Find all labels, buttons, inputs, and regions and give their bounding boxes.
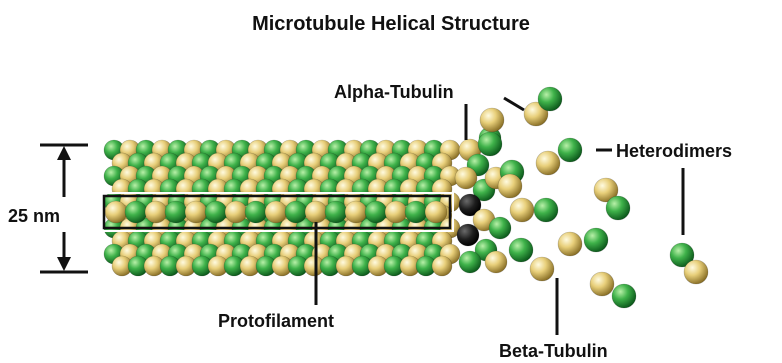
tubulin-subunit [431,255,453,277]
free-heterodimers [477,86,709,309]
heterodimers-label: Heterodimers [616,141,732,161]
heterodimer-subunit [605,195,631,221]
heterodimer-subunit [589,271,615,297]
heterodimer-subunit [611,283,637,309]
protofilament-outline [102,194,452,230]
protofilament-subunit [424,200,448,224]
protofilament-subunit [284,200,308,224]
tube-end-subunit [484,250,508,274]
heterodimer-subunit [533,197,559,223]
protofilament-subunit [204,200,228,224]
diameter-up-arrow [57,146,71,160]
tube-end-subunit [458,193,482,217]
protofilament-subunit [144,200,168,224]
beta-tubulin-label: Beta-Tubulin [499,341,608,361]
protofilament-subunit [304,200,328,224]
protofilament-subunit [364,200,388,224]
protofilament-subunit [124,200,148,224]
protofilament-subunit [344,200,368,224]
heterodimer-subunit [557,231,583,257]
heterodimer-subunit [593,177,619,203]
protofilament-subunit [164,200,188,224]
protofilament-outline-halo [100,192,454,232]
alpha-leader-diagonal [503,96,525,112]
protofilament-subunit [264,200,288,224]
protofilament-subunit [184,200,208,224]
heterodimer-subunit [529,256,555,282]
tube-end-subunit [456,223,480,247]
heterodimer-subunit [479,107,505,133]
heterodimer-subunit [523,101,549,127]
alpha-tubulin-label: Alpha-Tubulin [334,82,454,102]
heterodimer-subunit [509,197,535,223]
heterodimer-subunit [669,242,695,268]
diagram-title: Microtubule Helical Structure [252,13,530,35]
heterodimer-subunit [557,137,583,163]
protofilament-subunit [224,200,248,224]
tube-end-subunit [454,166,478,190]
protofilament-subunit [384,200,408,224]
tube-end-subunit [488,216,512,240]
protofilament-label: Protofilament [218,311,334,331]
tube-end-subunit [458,250,482,274]
heterodimer-subunit [683,259,709,285]
heterodimer-subunit [537,86,563,112]
protofilament-subunit [104,200,128,224]
diameter-label: 25 nm [8,206,60,226]
heterodimer-subunit [477,131,503,157]
heterodimer-subunit [535,150,561,176]
protofilament-subunit [404,200,428,224]
heterodimer-subunit [497,173,523,199]
protofilament-subunit [244,200,268,224]
protofilament-subunit [324,200,348,224]
heterodimer-subunit [583,227,609,253]
diameter-down-arrow [57,257,71,271]
heterodimer-subunit [508,237,534,263]
